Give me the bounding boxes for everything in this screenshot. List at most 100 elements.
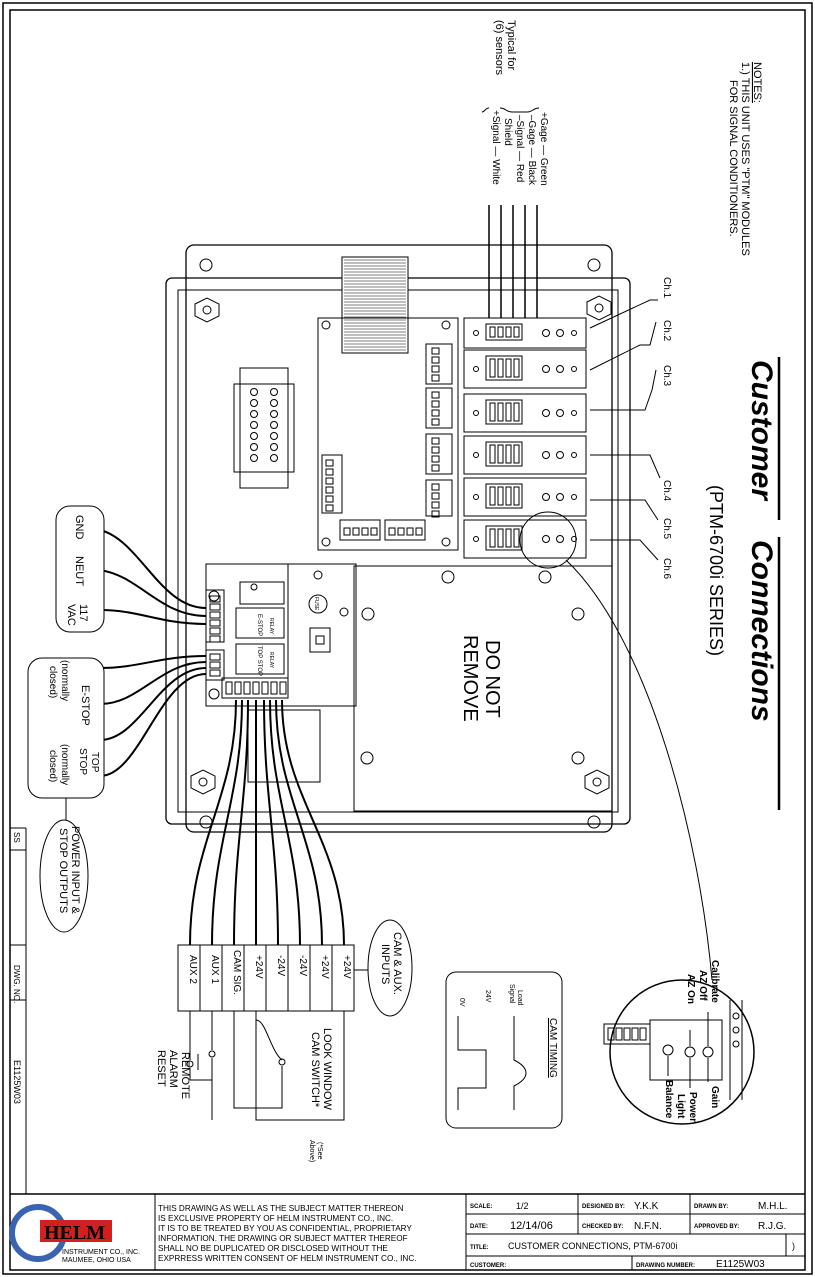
designed-label: DESIGNED BY: [582,1204,625,1210]
module-pin [513,402,520,422]
module-screw [571,366,577,372]
cam-terminal-label: -24V [275,955,286,976]
relay-board: FUSE E-STOP RELAY TOP STOP RELAY [205,563,357,783]
title-value: CUSTOMER CONNECTIONS, PTM-6700i [508,1241,677,1251]
module-pin [513,528,520,548]
ptm-module [463,435,587,475]
power-bubble-a: POWER INPUT & [69,826,81,914]
relay-pin [261,681,269,695]
board-pin [431,446,440,454]
notes: NOTES: 1.) THIS UNIT USES "PTM" MODULES … [727,62,763,256]
board-pin [431,501,440,509]
relay-pin [209,619,221,627]
module-pot [542,493,550,501]
board-pin [431,455,440,463]
look-window-b: CAM SWITCH* [309,1032,321,1108]
board-pin [431,391,440,399]
load-signal-b: Signal [508,984,515,1004]
topstop-normally: (normally [59,744,70,785]
module-pin [505,402,512,422]
module-screw [473,366,479,372]
module-pot [542,329,550,337]
screw [250,388,258,396]
helm-sub-b: MAUMEE, OHIO USA [62,1257,131,1264]
module-pin [489,358,496,378]
customer-label: CUSTOMER: [470,1263,506,1269]
detail-pin [631,1027,639,1041]
module-pot [542,535,550,543]
detail-pin [639,1027,647,1041]
screw [270,432,278,440]
board-pin [325,468,334,476]
remove-text: REMOVE [459,635,481,722]
fuse-label: FUSE [313,597,319,611]
board-pin [431,400,440,408]
cam-wires [189,699,345,946]
drawing-no-value: E1125W03 [716,1259,765,1270]
module-pin [489,486,496,506]
board-pin [431,510,440,518]
disclaimer-line: SHALL NO BE DUPLICATED OR DISCLOSED WITH… [158,1244,388,1253]
do-not-text: DO NOT [481,640,503,718]
cam-inputs-bubble: CAM & AUX. INPUTS [354,919,413,1017]
channel-label: Ch.4 [661,480,672,502]
power-wires [99,529,207,777]
module-pin [513,486,520,506]
screw [250,432,258,440]
see-above-b: Above) [308,1140,315,1162]
gnd-label: GND [73,515,85,540]
disclaimer-line: IT IS TO BE TREATED BY YOU AS CONFIDENTI… [158,1224,412,1233]
module-terminal [485,441,523,467]
see-above-a: (*See [316,1142,323,1160]
module-pin [513,326,520,338]
detail-gain: Gain [709,1086,720,1108]
rev-value: ) [792,1241,795,1251]
notes-line2: FOR SIGNAL CONDITIONERS. [727,80,739,237]
module-pin [505,444,512,464]
inner-frame [9,9,806,1271]
relay-pin [209,627,221,635]
cam-terminal-label: AUX 1 [209,955,220,984]
vac-label-b: VAC [65,604,77,626]
main-board [317,317,459,551]
module-led [556,329,564,337]
module-pin [505,358,512,378]
remote-a: REMOTE [179,1052,191,1099]
disclaimer-line: THIS DRAWING AS WELL AS THE SUBJECT MATT… [158,1204,403,1213]
board-pin [361,527,369,536]
detail-power-b: Light [675,1094,686,1119]
module-led [556,365,564,373]
module-pin [505,326,512,338]
notes-heading: NOTES: [751,62,763,103]
detail-az-on: AZ On [685,974,696,1004]
date-value: 12/14/06 [510,1220,553,1232]
module-screw [473,330,479,336]
typical-line2: (6) sensors [493,20,505,76]
cam-bubble-a: CAM & AUX. [391,932,403,995]
module-detail: Calibrate AZ Off AZ On Gain Power Light … [519,511,755,1125]
wire-label: –Gage — Black [526,115,537,186]
relay-pin [209,595,221,603]
timing-24v: 24V [484,990,491,1003]
helm-logo-band [40,1220,112,1242]
relay-pin [209,669,221,677]
wire-label: +Gage — Green [538,112,549,186]
wire-label: –Signal — Red [514,115,525,182]
title-customer: Customer [745,360,778,502]
module-screw [473,410,479,416]
designed-value: Y.K.K [634,1201,659,1212]
topstop-relay-label: TOP STOP [256,646,262,676]
side-ss: SS [12,832,21,843]
disclaimer: THIS DRAWING AS WELL AS THE SUBJECT MATT… [158,1204,417,1263]
disclaimer-line: INFORMATION. THE DRAWING OR SUBJECT MATT… [158,1234,408,1243]
screw [250,421,258,429]
title-block: HELM INSTRUMENT CO., INC. MAUMEE, OHIO U… [9,1194,805,1270]
cam-bubble-b: INPUTS [379,944,391,984]
relay-pin [209,603,221,611]
module-pin [497,358,504,378]
timing-0v: 0V [458,998,465,1007]
helm-sub-a: INSTRUMENT CO., INC. [62,1249,140,1256]
module-screw [473,494,479,500]
module-pin [489,444,496,464]
module-pin [513,444,520,464]
